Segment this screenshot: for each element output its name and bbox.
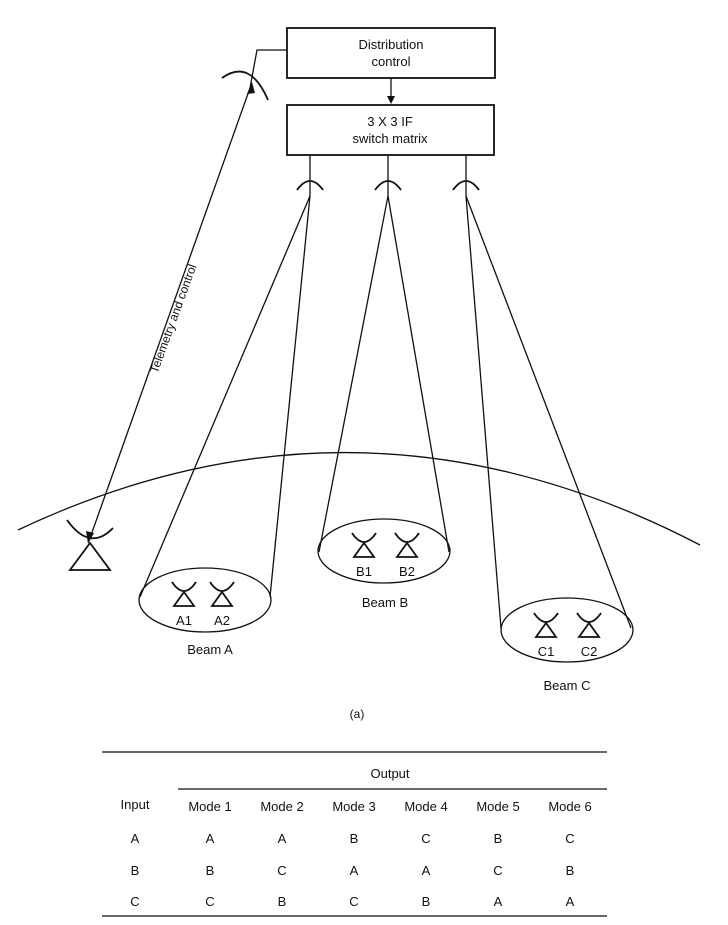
table-body: A A A B C B C B B C A A C B C C B C B A A: [130, 831, 574, 909]
output-cell: C: [349, 894, 358, 909]
satellite-telemetry-antenna-icon: [221, 49, 287, 101]
mode-header: Mode 5: [476, 799, 519, 814]
output-cell: A: [422, 863, 431, 878]
mode-header: Mode 2: [260, 799, 303, 814]
station-a1-label: A1: [176, 613, 192, 628]
switch-matrix-box: 3 X 3 IF switch matrix: [286, 104, 495, 156]
station-c1-label: C1: [538, 644, 555, 659]
beam-a-footprint: A1 A2 Beam A: [138, 567, 272, 657]
station-b2-icon: [394, 532, 420, 558]
beam-b-label: Beam B: [362, 595, 408, 610]
switch-label-line1: 3 X 3 IF: [367, 114, 413, 129]
beam-c-footprint: C1 C2 Beam C: [500, 597, 634, 693]
input-header: Input: [121, 797, 150, 812]
output-cell: C: [421, 831, 430, 846]
station-c2-label: C2: [581, 644, 598, 659]
output-cell: A: [278, 831, 287, 846]
output-cell: C: [277, 863, 286, 878]
beam-a-label: Beam A: [187, 642, 233, 657]
output-cell: A: [566, 894, 575, 909]
output-cell: B: [206, 863, 215, 878]
output-cell: C: [493, 863, 502, 878]
station-a1-icon: [171, 581, 197, 607]
switch-label-line2: switch matrix: [352, 131, 428, 146]
input-cell: C: [130, 894, 139, 909]
distribution-control-box: Distribution control: [286, 27, 496, 79]
output-cell: A: [494, 894, 503, 909]
station-b2-label: B2: [399, 564, 415, 579]
telemetry-label: Telemetry and control: [147, 262, 199, 375]
input-cell: B: [131, 863, 140, 878]
mode-header: Mode 1: [188, 799, 231, 814]
beam-c-lines: [465, 195, 632, 629]
station-c1-icon: [533, 612, 559, 638]
mode-header: Mode 4: [404, 799, 447, 814]
mode-headers: Mode 1 Mode 2 Mode 3 Mode 4 Mode 5 Mode 6: [188, 799, 591, 814]
beam-a-lines: [139, 195, 311, 598]
figure-caption: (a): [350, 707, 365, 721]
station-b1-icon: [351, 532, 377, 558]
output-cell: C: [205, 894, 214, 909]
output-cell: A: [206, 831, 215, 846]
station-a2-label: A2: [214, 613, 230, 628]
control-arrow: [387, 78, 395, 104]
beam-feed-horns: [296, 155, 480, 196]
station-b1-label: B1: [356, 564, 372, 579]
distribution-label-line2: control: [371, 54, 410, 69]
station-a2-icon: [209, 581, 235, 607]
output-header: Output: [370, 766, 409, 781]
output-cell: B: [494, 831, 503, 846]
beam-b-footprint: B1 B2 Beam B: [317, 518, 451, 610]
output-cell: B: [350, 831, 359, 846]
input-cell: A: [131, 831, 140, 846]
output-cell: B: [566, 863, 575, 878]
earth-surface-curve: [17, 451, 701, 546]
distribution-label-line1: Distribution: [358, 37, 423, 52]
beam-b-lines: [318, 195, 450, 553]
ground-control-station-icon: [66, 519, 114, 571]
output-cell: B: [278, 894, 287, 909]
output-cell: B: [422, 894, 431, 909]
mode-header: Mode 6: [548, 799, 591, 814]
output-cell: C: [565, 831, 574, 846]
beam-c-label: Beam C: [544, 678, 591, 693]
mode-header: Mode 3: [332, 799, 375, 814]
output-cell: A: [350, 863, 359, 878]
station-c2-icon: [576, 612, 602, 638]
